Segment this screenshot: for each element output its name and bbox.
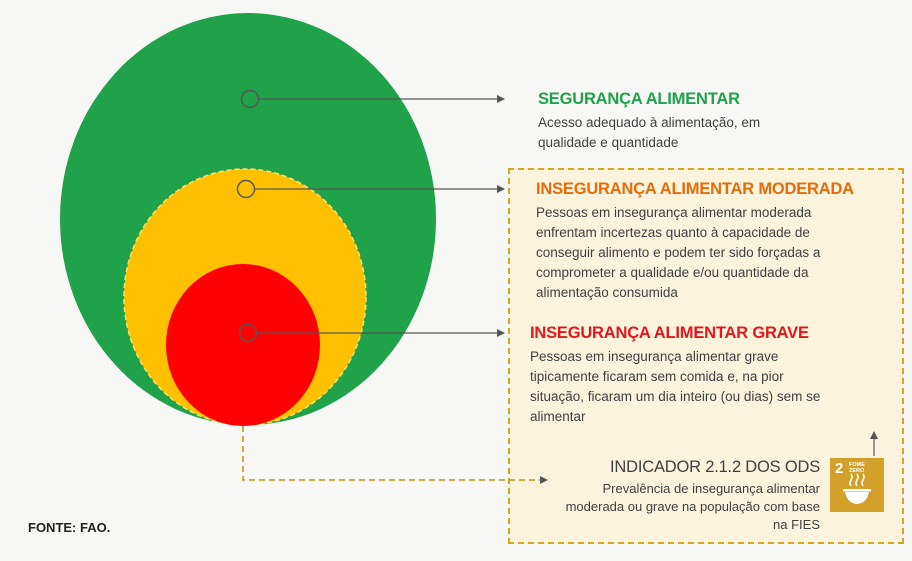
food-security-block: SEGURANÇA ALIMENTAR Acesso adequado à al…: [538, 90, 838, 153]
sdg-number: 2: [835, 460, 844, 477]
sdg-label: FOME ZERO: [849, 462, 865, 474]
severe-description: Pessoas em insegurança alimentar grave t…: [530, 349, 821, 424]
severe-marker: [238, 323, 258, 343]
moderate-title: INSEGURANÇA ALIMENTAR MODERADA: [536, 180, 854, 198]
sdg2-tile: 2 FOME ZERO: [830, 458, 884, 512]
severe-block: INSEGURANÇA ALIMENTAR GRAVE Pessoas em i…: [530, 324, 890, 427]
moderate-block: INSEGURANÇA ALIMENTAR MODERADA Pessoas e…: [536, 180, 896, 303]
source-label: FONTE: FAO.: [28, 520, 111, 535]
indicator-description: Prevalência de insegurança alimentar mod…: [565, 481, 820, 532]
indicator-block: INDICADOR 2.1.2 DOS ODS Prevalência de i…: [558, 458, 821, 534]
moderate-marker: [236, 179, 256, 199]
severe-insecurity-circle: [166, 264, 320, 426]
indicator-title: INDICADOR 2.1.2 DOS ODS: [610, 458, 820, 476]
moderate-description: Pessoas em insegurança alimentar moderad…: [536, 205, 821, 300]
severe-title: INSEGURANÇA ALIMENTAR GRAVE: [530, 324, 809, 342]
bowl-icon: [843, 473, 871, 504]
indicator-connector: [242, 426, 548, 484]
food-security-description: Acesso adequado à alimentação, em qualid…: [538, 115, 761, 150]
food-security-title: SEGURANÇA ALIMENTAR: [538, 90, 740, 108]
food-security-marker: [240, 89, 260, 109]
